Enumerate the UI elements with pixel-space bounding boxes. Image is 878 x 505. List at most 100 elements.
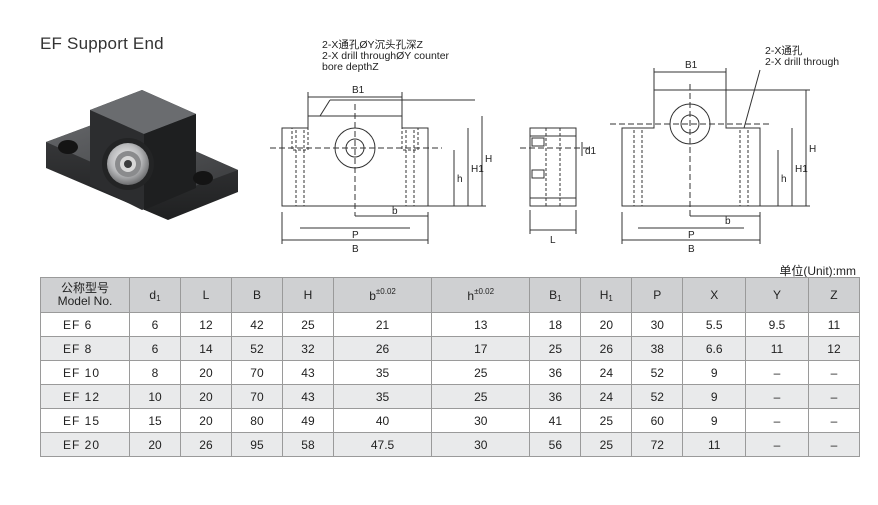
cell-z: 11 [807, 312, 861, 337]
dim-label-l: L [550, 235, 556, 246]
cell-z: – [807, 384, 861, 409]
cell-d1: 10 [129, 384, 181, 409]
cell-small-h: 25 [431, 384, 531, 409]
cell-p: 60 [631, 408, 684, 433]
table-row: EF 10 8 20 70 43 35 25 36 24 52 9 – – [40, 360, 861, 385]
cell-h1: 25 [580, 432, 633, 457]
header-y: Y [745, 277, 809, 313]
drill-note-right: 2-X通孔 2-X drill through [765, 45, 840, 68]
cell-h: 49 [281, 408, 334, 433]
cell-small-h: 25 [431, 360, 531, 385]
cell-small-h: 30 [431, 408, 531, 433]
table-row: EF 6 6 12 42 25 21 13 18 20 30 5.5 9.5 1… [40, 312, 861, 337]
header-h1: H1 [580, 277, 633, 313]
header-small-h: h±0.02 [431, 277, 531, 313]
cell-y: – [745, 384, 809, 409]
cell-h1: 24 [580, 384, 633, 409]
dim-label-b1: B1 [352, 85, 365, 96]
cell-b: 52 [230, 336, 283, 361]
cell-small-b: 21 [332, 312, 433, 337]
cell-h1: 26 [580, 336, 633, 361]
cell-p: 72 [631, 432, 684, 457]
unit-label: 单位(Unit):mm [779, 264, 856, 278]
cell-h: 32 [281, 336, 334, 361]
cell-p: 52 [631, 384, 684, 409]
cell-b: 95 [230, 432, 283, 457]
cell-l: 12 [179, 312, 232, 337]
cell-model: EF 12 [40, 384, 130, 409]
cell-h: 25 [281, 312, 334, 337]
cell-small-b: 26 [332, 336, 433, 361]
cell-model: EF 20 [40, 432, 130, 457]
cell-small-b: 35 [332, 360, 433, 385]
cell-b: 42 [230, 312, 283, 337]
table-row: EF 20 20 26 95 58 47.5 30 56 25 72 11 – … [40, 432, 861, 457]
cell-x: 11 [682, 432, 747, 457]
cell-b: 80 [230, 408, 283, 433]
dim-label-d1: d1 [585, 146, 597, 157]
cell-b: 70 [230, 384, 283, 409]
table-row: EF 12 10 20 70 43 35 25 36 24 52 9 – – [40, 384, 861, 409]
cell-h: 43 [281, 360, 334, 385]
table-header-row: 公称型号 Model No. d1 L B H b±0.02 h±0.02 B1… [40, 277, 861, 313]
dim-label-small-b: b [392, 206, 398, 217]
drill-note-left: 2-X通孔ØY沉头孔深Z 2-X drill throughØY counter… [322, 39, 450, 73]
cell-b: 70 [230, 360, 283, 385]
cell-b1: 36 [529, 384, 582, 409]
cell-x: 6.6 [682, 336, 747, 361]
cell-z: – [807, 408, 861, 433]
cell-x: 9 [682, 360, 747, 385]
cell-d1: 6 [129, 336, 181, 361]
cell-x: 5.5 [682, 312, 747, 337]
header-b: B [230, 277, 283, 313]
cell-y: – [745, 408, 809, 433]
cell-d1: 8 [129, 360, 181, 385]
cell-p: 38 [631, 336, 684, 361]
cell-model: EF 6 [40, 312, 130, 337]
cell-y: – [745, 360, 809, 385]
header-z: Z [807, 277, 861, 313]
header-model: 公称型号 Model No. [40, 277, 130, 313]
cell-y: 11 [745, 336, 809, 361]
cell-x: 9 [682, 408, 747, 433]
cell-small-h: 30 [431, 432, 531, 457]
cell-h1: 24 [580, 360, 633, 385]
dim-label-h1-right: H1 [795, 164, 808, 175]
table-row: EF 15 15 20 80 49 40 30 41 25 60 9 – – [40, 408, 861, 433]
header-l: L [179, 277, 232, 313]
dim-label-b-right: B [688, 244, 695, 255]
cell-z: – [807, 360, 861, 385]
cell-l: 20 [179, 384, 232, 409]
cell-l: 20 [179, 408, 232, 433]
cell-p: 52 [631, 360, 684, 385]
cell-b1: 56 [529, 432, 582, 457]
product-photo [46, 90, 238, 220]
cell-d1: 15 [129, 408, 181, 433]
page-title: EF Support End [40, 34, 164, 53]
table-row: EF 8 6 14 52 32 26 17 25 26 38 6.6 11 12 [40, 336, 861, 361]
cell-b1: 41 [529, 408, 582, 433]
header-p: P [631, 277, 684, 313]
cell-model: EF 15 [40, 408, 130, 433]
dim-label-h-right: h [781, 174, 787, 185]
cell-h: 58 [281, 432, 334, 457]
dim-label-b: B [352, 244, 359, 255]
dim-label-p-right: P [688, 230, 695, 241]
cell-p: 30 [631, 312, 684, 337]
technical-drawings: B1 B P b h H1 H d1 L B1 B P b h H1 H [270, 60, 816, 255]
cell-b1: 25 [529, 336, 582, 361]
dim-label-b1-right: B1 [685, 60, 698, 71]
cell-l: 26 [179, 432, 232, 457]
header-small-b: b±0.02 [332, 277, 433, 313]
cell-model: EF 10 [40, 360, 130, 385]
cell-small-b: 40 [332, 408, 433, 433]
cell-model: EF 8 [40, 336, 130, 361]
cell-y: – [745, 432, 809, 457]
cell-h1: 20 [580, 312, 633, 337]
cell-z: 12 [807, 336, 861, 361]
dim-label-small-b-right: b [725, 216, 731, 227]
cell-small-b: 35 [332, 384, 433, 409]
dim-label-p: P [352, 230, 359, 241]
cell-small-h: 17 [431, 336, 531, 361]
dim-label-H: H [485, 154, 492, 165]
